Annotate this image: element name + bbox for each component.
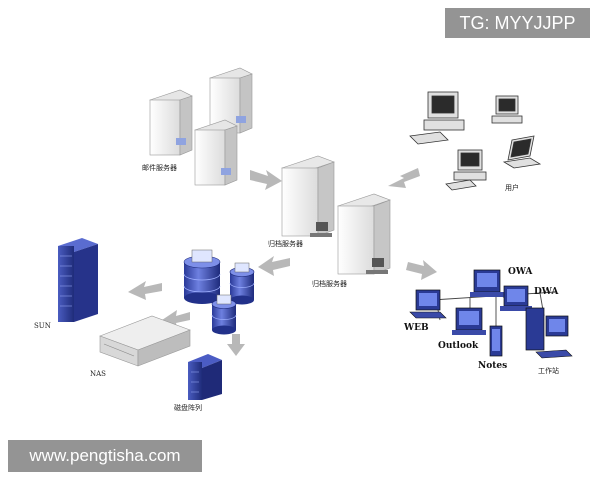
archive-server-2: 归档服务器 <box>312 193 391 288</box>
user-laptop <box>502 135 542 169</box>
workstation-label: 工作站 <box>538 366 559 375</box>
nas-device: NAS <box>90 315 191 378</box>
mail-server-1 <box>149 89 193 156</box>
outlook-label: Outlook <box>438 341 479 351</box>
disk-array-label: 磁盘阵列 <box>174 403 202 412</box>
user-desktop-2 <box>491 95 523 124</box>
arrow-mail-to-archive <box>250 170 282 190</box>
tg-watermark: TG: MYYJJPP <box>445 8 590 38</box>
users-label: 用户 <box>505 183 519 192</box>
archive-server-2-label: 归档服务器 <box>312 279 347 288</box>
url-watermark: www.pengtisha.com <box>8 440 202 472</box>
sun-label: SUN <box>34 322 51 330</box>
nas-label: NAS <box>90 370 106 378</box>
storage-cylinder-1 <box>183 249 221 304</box>
archive-server-1: 归档服务器 <box>268 155 335 248</box>
arrow-archive-to-clients <box>406 260 437 280</box>
arrow-to-disk-array <box>227 334 245 356</box>
outlook-client: Outlook <box>438 307 486 351</box>
mail-server-group: 邮件服务器 <box>142 67 253 186</box>
user-group: 用户 <box>409 91 542 192</box>
arrow-archive-to-storage <box>258 256 290 276</box>
web-client: WEB <box>403 289 447 333</box>
arrow-users-to-archive <box>388 168 420 188</box>
arrow-to-sun <box>128 281 162 300</box>
disk-array-device: 磁盘阵列 <box>174 354 222 412</box>
user-desktop-1 <box>409 91 465 145</box>
flow-arrows <box>128 168 437 356</box>
dwa-label: DWA <box>534 287 559 297</box>
client-network: WEB OWA DWA Outlook Notes <box>403 267 573 375</box>
web-label: WEB <box>403 323 429 333</box>
mail-server-3 <box>194 119 238 186</box>
storage-cylinder-3 <box>211 294 237 335</box>
sun-server-rack: SUN <box>34 238 98 330</box>
notes-label: Notes <box>478 361 507 371</box>
dwa-client: DWA <box>500 285 559 311</box>
workstation-client: 工作站 <box>525 307 573 375</box>
owa-client: OWA <box>470 267 533 297</box>
user-desktop-3 <box>445 149 487 191</box>
archive-server-1-label: 归档服务器 <box>268 239 303 248</box>
notes-client: Notes <box>478 325 507 371</box>
owa-label: OWA <box>508 267 533 277</box>
storage-cylinder-2 <box>229 262 255 305</box>
storage-cylinders <box>183 249 255 335</box>
mail-servers-label: 邮件服务器 <box>142 163 177 172</box>
